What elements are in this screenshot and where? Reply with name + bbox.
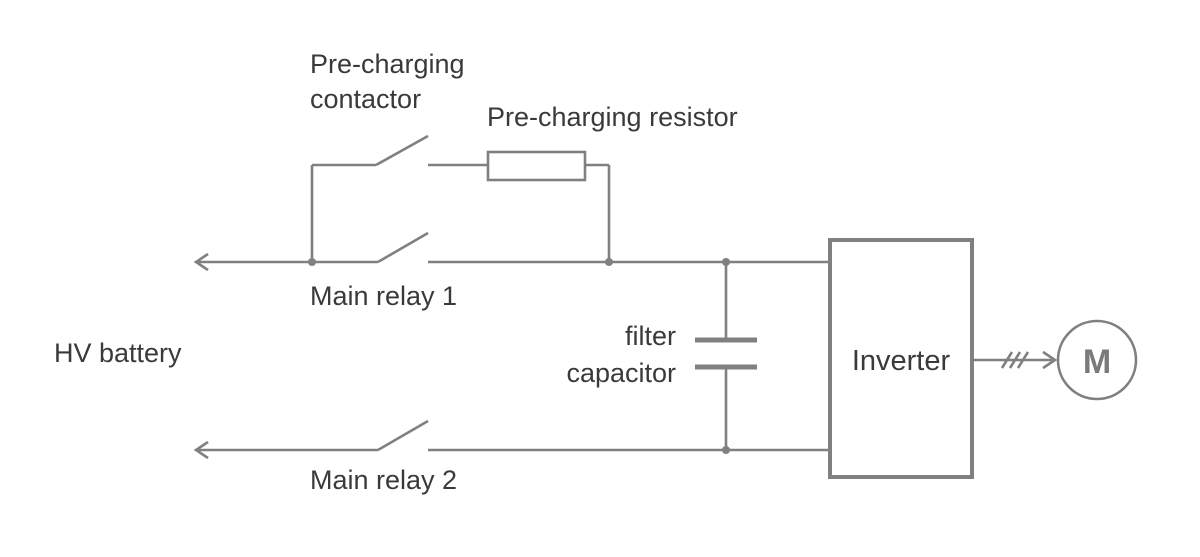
motor-label: M bbox=[1083, 343, 1111, 381]
precharge-contactor-label-line1: Pre-charging bbox=[310, 49, 465, 79]
junction-dot bbox=[308, 258, 316, 266]
main-relay-1-switch bbox=[377, 231, 429, 264]
main-relay-1-label: Main relay 1 bbox=[310, 281, 457, 311]
precharge-branch bbox=[310, 134, 611, 262]
junction-dot bbox=[722, 258, 730, 266]
filter-capacitor-label-line2: capacitor bbox=[566, 358, 676, 388]
precharge-resistor bbox=[486, 150, 587, 182]
filter-capacitor-label-line1: filter bbox=[625, 321, 676, 351]
filter-capacitor bbox=[695, 262, 757, 450]
motor-circle bbox=[1056, 319, 1138, 401]
negative-rail bbox=[193, 419, 828, 460]
main-relay-2-switch bbox=[377, 419, 429, 452]
precharge-contactor-label-line2: contactor bbox=[310, 84, 421, 114]
inverter-label: Inverter bbox=[852, 345, 951, 377]
main-relay-2-label: Main relay 2 bbox=[310, 465, 457, 495]
junction-dot bbox=[722, 446, 730, 454]
three-phase-output bbox=[972, 350, 1058, 370]
positive-rail bbox=[193, 252, 828, 272]
inverter-box bbox=[828, 238, 974, 479]
precharge-contactor-switch bbox=[375, 134, 429, 167]
hv-battery-label: HV battery bbox=[54, 338, 182, 368]
junction-dot bbox=[605, 258, 613, 266]
precharge-resistor-label: Pre-charging resistor bbox=[487, 102, 738, 132]
